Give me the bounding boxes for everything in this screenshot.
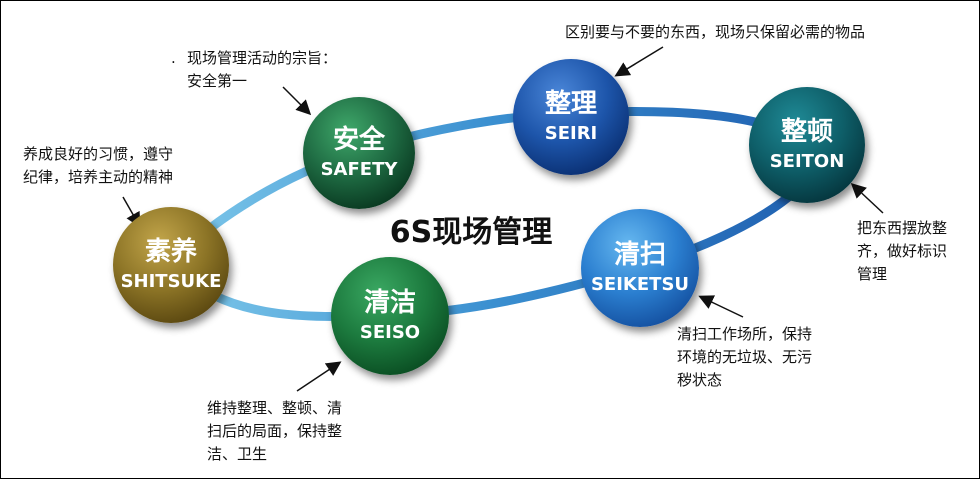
node-safety-en: SAFETY — [320, 159, 398, 180]
node-seiketsu-en: SEIKETSU — [590, 274, 690, 295]
node-shitsuke-zh: 素养 — [144, 237, 197, 267]
arrow-safety — [282, 86, 312, 116]
node-safety: 安全 SAFETY — [303, 97, 415, 209]
note-seiri: 区别要与不要的东西，现场只保留必需的物品 — [565, 23, 866, 41]
node-shitsuke: 素养 SHITSUKE — [113, 207, 229, 323]
note-shitsuke: 养成良好的习惯，遵守 纪律，培养主动的精神 — [23, 145, 174, 186]
stray-mark: . — [171, 49, 176, 67]
center-title: 6S现场管理 — [389, 215, 553, 250]
node-seiton: 整顿 SEITON — [749, 87, 865, 203]
node-safety-zh: 安全 — [332, 125, 385, 155]
node-seiri-zh: 整理 — [544, 89, 597, 119]
arrow-seiri — [614, 46, 664, 77]
arrow-seiso — [296, 361, 342, 392]
arrow-seiketsu — [698, 295, 744, 318]
node-seiri-en: SEIRI — [544, 123, 598, 144]
note-seiso: 维持整理、整顿、清 扫后的局面，保持整 洁、卫生 — [207, 399, 343, 463]
node-seiketsu: 清扫 SEIKETSU — [581, 209, 699, 327]
note-seiketsu: 清扫工作场所，保持 环境的无垃圾、无污 秽状态 — [677, 325, 813, 389]
node-seiso: 清洁 SEISO — [331, 257, 449, 375]
note-safety: 现场管理活动的宗旨： 安全第一 — [187, 49, 338, 90]
node-seiso-zh: 清洁 — [363, 288, 416, 318]
node-seiso-en: SEISO — [359, 322, 421, 343]
node-seiton-zh: 整顿 — [780, 117, 833, 147]
node-seiketsu-zh: 清扫 — [613, 240, 666, 270]
arrow-seiton — [850, 182, 884, 214]
node-seiton-en: SEITON — [769, 151, 845, 172]
note-seiton: 把东西摆放整 齐，做好标识 管理 — [857, 219, 948, 283]
node-shitsuke-en: SHITSUKE — [120, 271, 222, 292]
node-seiri: 整理 SEIRI — [513, 59, 629, 175]
